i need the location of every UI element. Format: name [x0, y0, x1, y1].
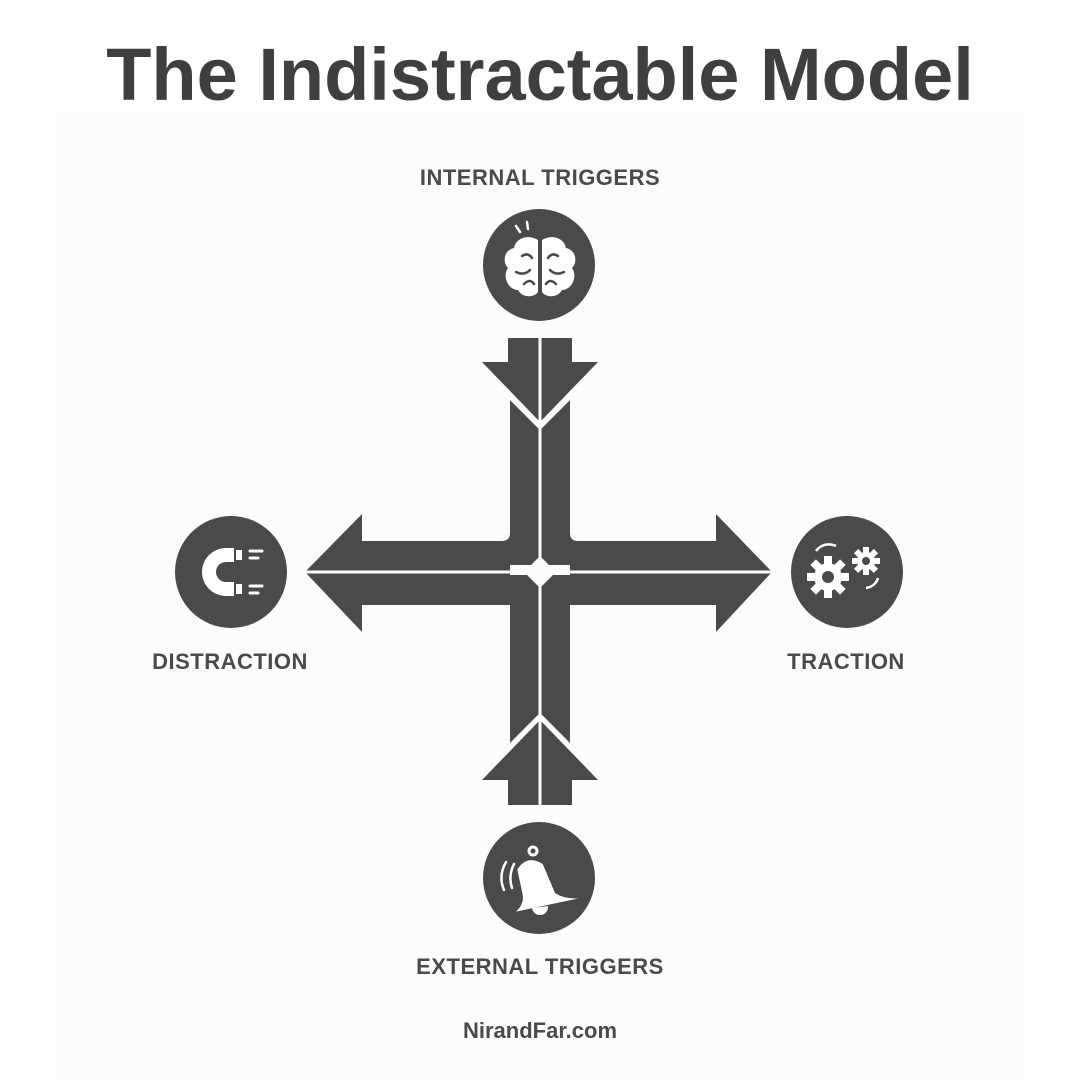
internal-triggers-label: INTERNAL TRIGGERS	[419, 165, 661, 190]
distraction-node	[175, 516, 287, 628]
site-credit: NirandFar.com	[462, 1018, 618, 1043]
external-triggers-node	[483, 822, 595, 934]
traction-node	[791, 516, 903, 628]
bell-icon	[500, 845, 579, 916]
external-triggers-label: EXTERNAL TRIGGERS	[416, 954, 664, 979]
distraction-label: DISTRACTION	[152, 649, 308, 674]
center-junction	[524, 556, 556, 588]
brain-icon	[504, 220, 576, 297]
gears-icon	[807, 543, 880, 598]
magnet-icon	[202, 548, 264, 596]
arrow-cross	[305, 338, 772, 805]
internal-triggers-node	[483, 209, 595, 321]
traction-label: TRACTION	[787, 649, 905, 674]
page-title: The Indistractable Model	[106, 33, 974, 116]
